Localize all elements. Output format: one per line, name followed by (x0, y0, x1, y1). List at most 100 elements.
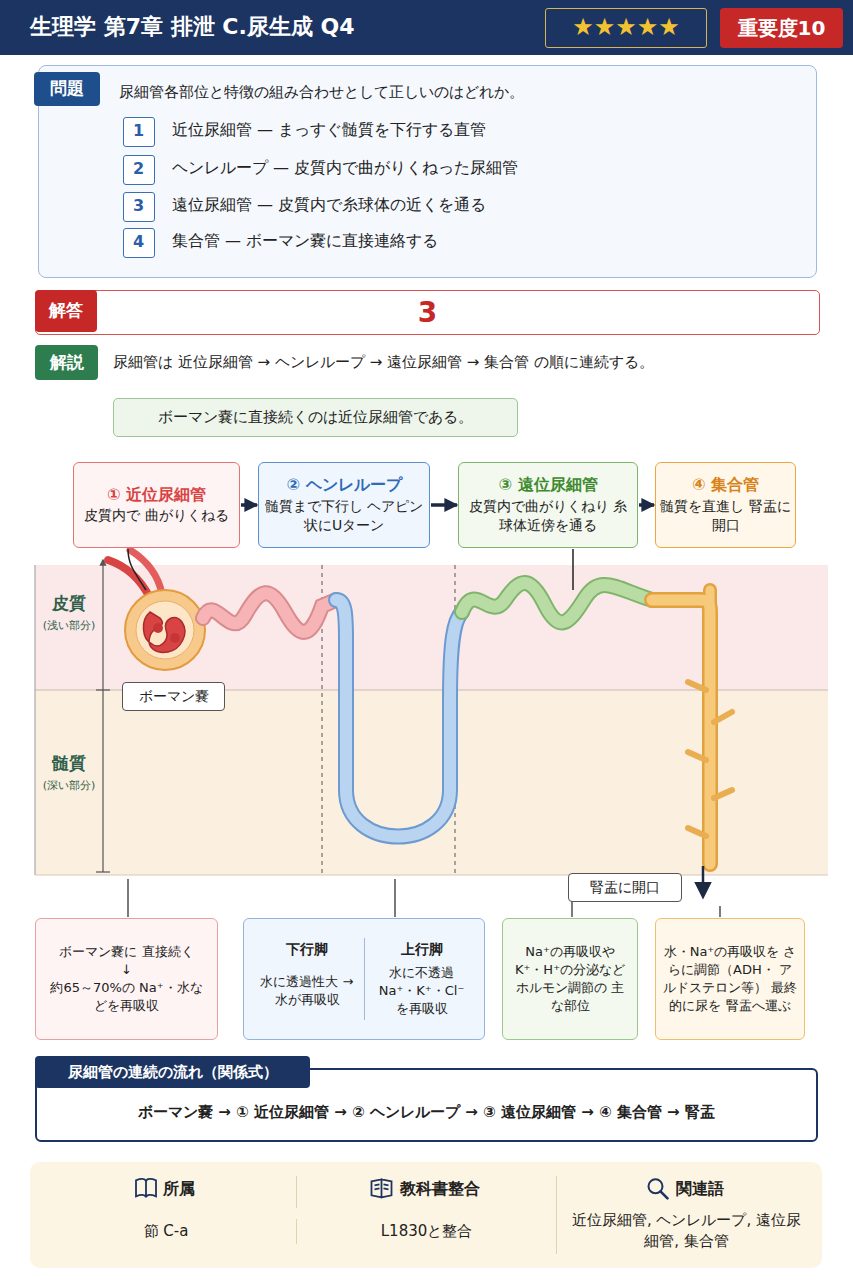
node-text: ① 近位尿細管 (107, 484, 206, 506)
collecting-duct (652, 600, 710, 864)
proximal-tubule-outline (203, 593, 336, 632)
distal-tubule (462, 583, 652, 622)
flow-arrow (241, 503, 257, 507)
note-box: 下行脚水に透過性大 → 水が再吸収上行脚水に不透過 Na⁺・K⁺・Cl⁻を再吸収 (243, 918, 485, 1040)
band-edge (35, 875, 828, 876)
segment-box: ③ 遠位尿細管皮質内で曲がりくねり 糸球体近傍を通る (458, 462, 638, 548)
duct-branch (714, 712, 732, 722)
node-text: 皮質内で曲がりくねり 糸球体近傍を通る (463, 497, 633, 536)
node-text: 髄質を直進し 腎盂に開口 (660, 497, 791, 536)
node-text: 尿細管各部位と特徴の組み合わせとして正しいのはどれか。 (119, 82, 524, 103)
node-text: 解答 (49, 299, 83, 323)
section-tab: 問題 (34, 72, 100, 106)
node-text: ④ 集合管 (692, 474, 759, 496)
node-text: 節 C-a (36, 1219, 296, 1244)
duct-branch (688, 828, 706, 836)
node-text: ★★★★★ (572, 11, 680, 45)
node-text: ③ 遠位尿細管 (498, 474, 597, 496)
node-text: 4 (133, 231, 144, 253)
flow-arrow (431, 503, 457, 507)
duct-branch (714, 790, 732, 798)
node-text: 腎盂に開口 (590, 878, 660, 898)
label-text: 髄質 (40, 752, 98, 776)
node-text: 関連語 (556, 1176, 816, 1208)
node-text: L1830と整合 (296, 1219, 556, 1244)
label-text: (浅い部分) (36, 618, 102, 633)
node-text: 問題 (50, 77, 84, 101)
option-number: 3 (123, 192, 155, 222)
node-text: 重要度10 (738, 14, 826, 42)
header-bar: 生理学 第7章 排泄 C.尿生成 Q4 ★★★★★ 重要度10 (0, 0, 853, 55)
leader-line (719, 906, 720, 917)
band-edge (35, 565, 36, 875)
option-number: 1 (123, 117, 155, 147)
key-point-box: ボーマン嚢に直接続くのは近位尿細管である。 (113, 398, 518, 437)
label-text: 遠位尿細管 — 皮質内で糸球体の近くを通る (172, 194, 792, 216)
leader-line (394, 879, 395, 917)
proximal-tubule (203, 593, 336, 632)
node-text: ボーマン嚢 (139, 687, 209, 707)
node-text: 解説 (50, 351, 84, 375)
axis-tick (96, 871, 110, 872)
node-text: 生理学 第7章 排泄 C.尿生成 Q4 (30, 12, 354, 43)
leader-line (128, 549, 146, 590)
rating-stars: ★★★★★ (545, 8, 707, 48)
segment-box: ④ 集合管髄質を直進し 腎盂に開口 (655, 462, 796, 548)
node-text: 所属 (36, 1176, 296, 1208)
part-label-box: 腎盂に開口 (568, 873, 682, 902)
node-text: ↓ (121, 961, 132, 979)
node-text: 近位尿細管, ヘンレループ, 遠位尿細管, 集合管 (556, 1208, 816, 1254)
capsule-space (136, 601, 194, 659)
note-box: 水・Na⁺の再吸収を さらに調節（ADH・ アルドステロン等） 最終的に尿を 腎… (655, 918, 805, 1040)
node-text: ボーマン嚢に 直接続く (59, 943, 193, 961)
option-number: 4 (123, 228, 155, 258)
node-text: Na⁺の再吸収や K⁺・H⁺の分泌など ホルモン調節の 主な部位 (511, 943, 629, 1016)
glomerulus (143, 612, 184, 652)
capillary-loop (153, 623, 163, 633)
node-text: 3 (133, 195, 144, 217)
duct-branch (688, 682, 706, 690)
node-text: ボーマン嚢に直接続くのは近位尿細管である。 (158, 407, 473, 428)
part-label-box: ボーマン嚢 (122, 682, 225, 711)
leader-line (127, 879, 128, 917)
leader-line (572, 549, 574, 590)
capillary-loop (170, 633, 180, 643)
collecting-duct-outline (652, 600, 710, 864)
node-text: 教科書整合 (296, 1176, 556, 1208)
node-text: 水に不透過 Na⁺・K⁺・Cl⁻を再吸収 (364, 962, 478, 1021)
node-text: 上行脚 (364, 938, 478, 962)
answer-row: 3解答 (35, 290, 820, 335)
henle-loop-outline (336, 600, 462, 837)
flow-panel: ボーマン嚢 → ① 近位尿細管 → ② ヘンレループ → ③ 遠位尿細管 → ④… (35, 1068, 818, 1142)
node-text: 水・Na⁺の再吸収を さらに調節（ADH・ アルドステロン等） 最終的に尿を 腎… (662, 943, 798, 1016)
label-text: 皮質 (40, 592, 98, 616)
label-text: 集合管 — ボーマン嚢に直接連絡する (172, 230, 792, 252)
distal-tubule-outline (462, 583, 652, 622)
label-text: 尿細管は 近位尿細管 → ヘンレループ → 遠位尿細管 → 集合管 の順に連続す… (113, 352, 833, 373)
section-tab: 解説 (35, 345, 98, 380)
flow-arrow (639, 503, 654, 507)
henle-loop (336, 600, 462, 837)
node-text: ② ヘンレループ (286, 474, 401, 496)
axis-tick (96, 689, 110, 690)
node-text: 髄質まで下行し ヘアピン状にUターン (263, 497, 425, 536)
section-tab: 解答 (35, 290, 97, 332)
duct-branch (688, 752, 706, 760)
section-tab: 尿細管の連続の流れ（関係式） (35, 1056, 310, 1088)
depth-axis (102, 560, 103, 872)
node-text: ボーマン嚢 → ① 近位尿細管 → ② ヘンレループ → ③ 遠位尿細管 → ④… (138, 1102, 715, 1123)
node-text: 2 (133, 158, 144, 180)
note-box: Na⁺の再吸収や K⁺・H⁺の分泌など ホルモン調節の 主な部位 (502, 918, 638, 1040)
node-text: 水に透過性大 → 水が再吸収 (250, 971, 364, 1011)
importance-badge: 重要度10 (720, 8, 843, 48)
collecting-duct (706, 590, 715, 864)
note-box: ボーマン嚢に 直接続く↓約65～70%の Na⁺・水などを再吸収 (35, 918, 218, 1040)
label-text: (深い部分) (36, 778, 102, 793)
segment-box: ② ヘンレループ髄質まで下行し ヘアピン状にUターン (258, 462, 430, 548)
blood-vessel (108, 560, 150, 598)
node-text: 皮質内で 曲がりくねる (84, 506, 228, 526)
label-text: ヘンレループ — 皮質内で曲がりくねった尿細管 (172, 157, 792, 179)
outlet-arrow (702, 866, 705, 896)
segment-box: ① 近位尿細管皮質内で 曲がりくねる (73, 462, 240, 548)
